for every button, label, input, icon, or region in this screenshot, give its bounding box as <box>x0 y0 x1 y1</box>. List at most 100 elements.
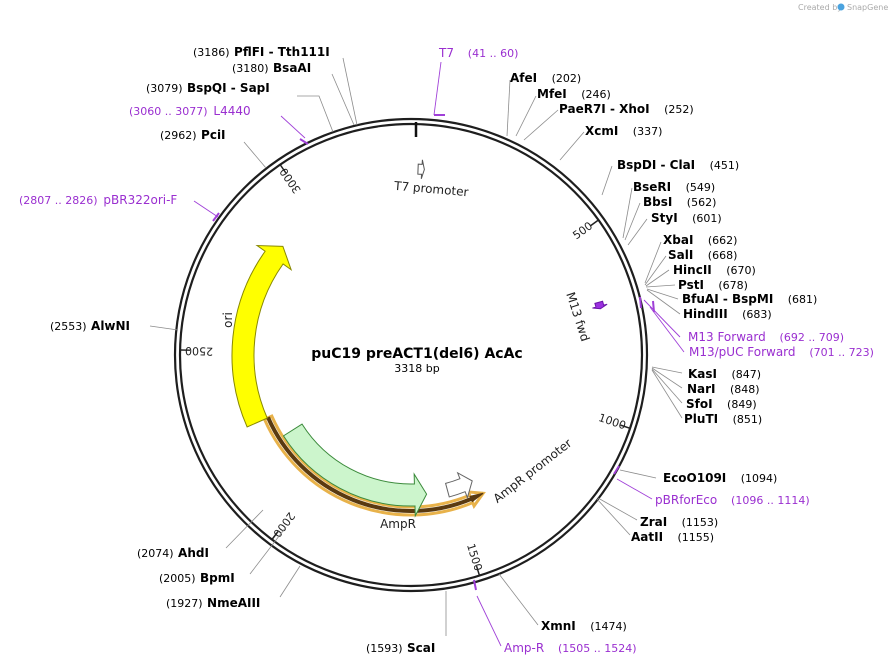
feature-label-ampr: AmpR <box>380 517 416 531</box>
feature-ori <box>231 244 293 428</box>
enzyme-bpmi-pos: (2005) <box>159 572 196 585</box>
enzyme-paer7i: PaeR7I <box>559 102 606 116</box>
tick-mark-1500 <box>475 565 481 576</box>
enzyme-bseri-pos: (549) <box>686 181 716 194</box>
svg-text:(2962) PciI: (2962) PciI <box>160 126 226 143</box>
feature-label-m13-fwd: M13 fwd <box>563 290 592 343</box>
feature-label-ori: ori <box>221 312 235 328</box>
enzyme-zrai: ZraI <box>640 515 667 529</box>
enzyme-xbai-pos: (662) <box>708 234 738 247</box>
enzyme-bbsi: BbsI <box>643 195 672 209</box>
enzyme-leaders <box>149 57 683 636</box>
enzyme-bsaai: BsaAI <box>273 61 311 75</box>
enzyme-sfoi: SfoI <box>686 397 713 411</box>
enzyme-sali: SalI <box>668 248 693 262</box>
primer-pbr322ori: pBR322ori-F <box>103 193 177 207</box>
tick-label-1500: 1500 <box>464 542 485 573</box>
svg-text:BbsI (562): BbsI (562) <box>643 193 716 210</box>
enzyme-bseri: BseRI <box>633 180 671 194</box>
svg-text:Amp-R (1505 .. 1524): Amp-R (1505 .. 1524) <box>504 641 637 655</box>
enzyme-xcmi-pos: (337) <box>633 125 663 138</box>
credit-brand: SnapGene <box>847 3 888 12</box>
primer-m13-forward: M13 Forward <box>688 330 766 344</box>
enzyme-xcmi: XcmI <box>585 124 618 138</box>
svg-text:(2553) AlwNI: (2553) AlwNI <box>50 317 130 334</box>
backbone-inner-ring <box>178 122 644 588</box>
primer-l4440: L4440 <box>213 104 250 118</box>
enzyme-bsaai-pos: (3180) <box>232 62 269 75</box>
svg-text:(3079) BspQI - SapI: (3079) BspQI - SapI <box>146 79 270 96</box>
enzyme-xmni-pos: (1474) <box>590 620 627 633</box>
svg-text:M13 Forward (692 .. 709): M13 Forward (692 .. 709) <box>688 330 844 344</box>
svg-text:KasI (847): KasI (847) <box>688 365 761 382</box>
feature-label-ampr-promoter: AmpR promoter <box>491 436 575 506</box>
svg-text:BseRI (549): BseRI (549) <box>633 178 715 195</box>
enzyme-bspqi-pos: (3079) <box>146 82 183 95</box>
svg-text:XbaI (662): XbaI (662) <box>663 231 737 248</box>
enzyme-kasi-pos: (847) <box>731 368 761 381</box>
tick-label-2000: 2000 <box>270 510 297 540</box>
svg-text:PluTI (851): PluTI (851) <box>684 410 762 427</box>
enzyme-afei-pos: (202) <box>552 72 582 85</box>
enzyme-scai: ScaI <box>407 641 435 655</box>
enzyme-pflfi-pos: (3186) <box>193 46 230 59</box>
svg-text:AfeI (202): AfeI (202) <box>510 69 581 86</box>
svg-text:pBRforEco (1096 .. 1114): pBRforEco (1096 .. 1114) <box>655 493 810 507</box>
enzyme-hincii: HincII <box>673 263 712 277</box>
enzyme-bbsi-pos: (562) <box>687 196 717 209</box>
svg-text:(2807 .. 2826) pBR322ori-F: (2807 .. 2826) pBR322ori-F <box>19 193 177 207</box>
svg-text:MfeI (246): MfeI (246) <box>537 85 611 102</box>
enzyme-psti: PstI <box>678 278 704 292</box>
svg-text:BfuAI - BspMI (681): BfuAI - BspMI (681) <box>682 290 817 307</box>
enzyme-bfuai: BfuAI <box>682 292 719 306</box>
enzyme-clai: ClaI <box>670 158 695 172</box>
enzyme-hindiii-pos: (683) <box>742 308 772 321</box>
svg-text:XcmI (337): XcmI (337) <box>585 122 662 139</box>
feature-t7-promoter <box>417 159 425 179</box>
tick-label-2500: 2500 <box>185 344 213 358</box>
enzyme-alwni-pos: (2553) <box>50 320 87 333</box>
svg-text:SfoI (849): SfoI (849) <box>686 395 757 412</box>
primer-amp-r: Amp-R <box>504 641 544 655</box>
enzyme-bspmi-pos: (681) <box>788 293 818 306</box>
enzyme-bpmi: BpmI <box>200 571 235 585</box>
svg-text:(3060 .. 3077) L4440: (3060 .. 3077) L4440 <box>129 104 251 118</box>
enzyme-zrai-pos: (1153) <box>682 516 719 529</box>
enzyme-nmeaiii-pos: (1927) <box>166 597 203 610</box>
svg-text:HincII (670): HincII (670) <box>673 261 756 278</box>
svg-text:BspDI - ClaI (451): BspDI - ClaI (451) <box>617 156 739 173</box>
enzyme-pcii-pos: (2962) <box>160 129 197 142</box>
enzyme-pcii: PciI <box>201 128 226 142</box>
primer-pbr322ori-range: (2807 .. 2826) <box>19 194 98 207</box>
primer-t7-range: (41 .. 60) <box>468 47 519 60</box>
svg-text:M13/pUC Forward (701 .. 723): M13/pUC Forward (701 .. 723) <box>689 345 874 359</box>
plasmid-size: 3318 bp <box>394 362 439 375</box>
svg-text:AatII (1155): AatII (1155) <box>631 528 714 545</box>
enzyme-scai-pos: (1593) <box>366 642 403 655</box>
enzyme-kasi: KasI <box>688 367 717 381</box>
enzyme-ecoo109i-pos: (1094) <box>741 472 778 485</box>
enzyme-nmeaiii: NmeAIII <box>207 596 260 610</box>
svg-text:(1593) ScaI: (1593) ScaI <box>366 639 435 656</box>
tick-label-500: 500 <box>570 219 595 242</box>
enzyme-sapi: SapI <box>240 81 270 95</box>
enzyme-ecoo109i: EcoO109I <box>663 471 726 485</box>
primer-pbrforeco: pBRforEco <box>655 493 717 507</box>
primer-m13-puc-forward: M13/pUC Forward <box>689 345 796 359</box>
amp-orf-line <box>266 416 484 513</box>
svg-text:SalI (668): SalI (668) <box>668 246 737 263</box>
feature-ampr <box>282 423 428 518</box>
primer-m13-forward-range: (692 .. 709) <box>780 331 845 344</box>
svg-text:EcoO109I (1094): EcoO109I (1094) <box>663 469 777 486</box>
enzyme-pluti-pos: (851) <box>733 413 763 426</box>
tick-mark-1000 <box>620 424 631 430</box>
enzyme-xbai: XbaI <box>663 233 693 247</box>
enzyme-nari-pos: (848) <box>730 383 760 396</box>
enzyme-tth111i: Tth111I <box>278 45 330 59</box>
svg-text:T7 (41 .. 60): T7 (41 .. 60) <box>438 46 518 60</box>
primer-l4440-range: (3060 .. 3077) <box>129 105 208 118</box>
enzyme-xmni: XmnI <box>541 619 576 633</box>
enzyme-alwni: AlwNI <box>91 319 130 333</box>
amp-orf-arrow <box>262 414 486 517</box>
